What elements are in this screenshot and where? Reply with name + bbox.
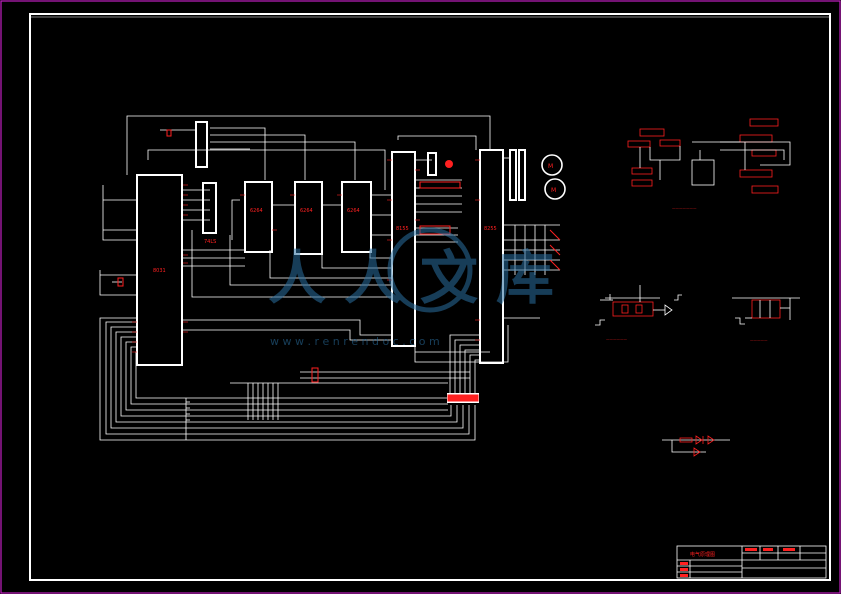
drawing-frame bbox=[29, 13, 831, 581]
buffer-chip bbox=[202, 182, 217, 234]
svg-text:——————: —————— bbox=[606, 337, 628, 341]
cpu-8031-chip bbox=[136, 174, 183, 366]
chips bbox=[136, 121, 526, 403]
crystal-box bbox=[427, 152, 437, 176]
mem2-label: 6264 bbox=[300, 208, 313, 214]
mem3-label: 6264 bbox=[347, 208, 360, 214]
power-supply-subcircuit: ——————— bbox=[627, 118, 791, 210]
title-block-title: 电气原理图 bbox=[690, 551, 715, 558]
mem3-chip bbox=[341, 181, 372, 253]
pio-8155-chip bbox=[391, 151, 416, 347]
svg-text:———————: ——————— bbox=[672, 206, 697, 210]
watermark-logo-text: 人人文库 bbox=[268, 244, 572, 312]
diode-subcircuit bbox=[662, 435, 730, 457]
pin-ticks bbox=[132, 159, 480, 353]
motor-2 bbox=[544, 178, 566, 200]
watermark: 人人文库 w w w . r e n r e n d o c . c o m bbox=[268, 227, 572, 348]
pio2-label: 8255 bbox=[484, 226, 497, 232]
components: M M bbox=[117, 129, 566, 402]
pio1-label: 8155 bbox=[396, 226, 409, 232]
mem1-chip bbox=[244, 181, 273, 253]
cpu-label: 8031 bbox=[153, 268, 166, 274]
pio-8255-chip bbox=[479, 149, 504, 364]
mem1-label: 6264 bbox=[250, 208, 263, 214]
title-block bbox=[676, 545, 827, 579]
driver-1 bbox=[509, 149, 517, 201]
svg-text:M: M bbox=[548, 163, 553, 170]
svg-text:—————: ————— bbox=[750, 338, 768, 342]
optocoupler-subcircuit: —————— bbox=[595, 285, 682, 341]
latch-label: 74LS bbox=[204, 239, 216, 245]
watermark-url: w w w . r e n r e n d o c . c o m bbox=[270, 335, 440, 348]
wiring bbox=[99, 115, 560, 441]
driver-2 bbox=[518, 149, 526, 201]
svg-text:M: M bbox=[551, 187, 556, 194]
mem2-chip bbox=[294, 181, 323, 255]
chip-labels: 8031 6264 6264 6264 8155 8255 74LS bbox=[153, 208, 497, 274]
motor-1 bbox=[541, 154, 563, 176]
relay-subcircuit: ————— bbox=[732, 297, 800, 342]
latch-chip bbox=[195, 121, 208, 168]
